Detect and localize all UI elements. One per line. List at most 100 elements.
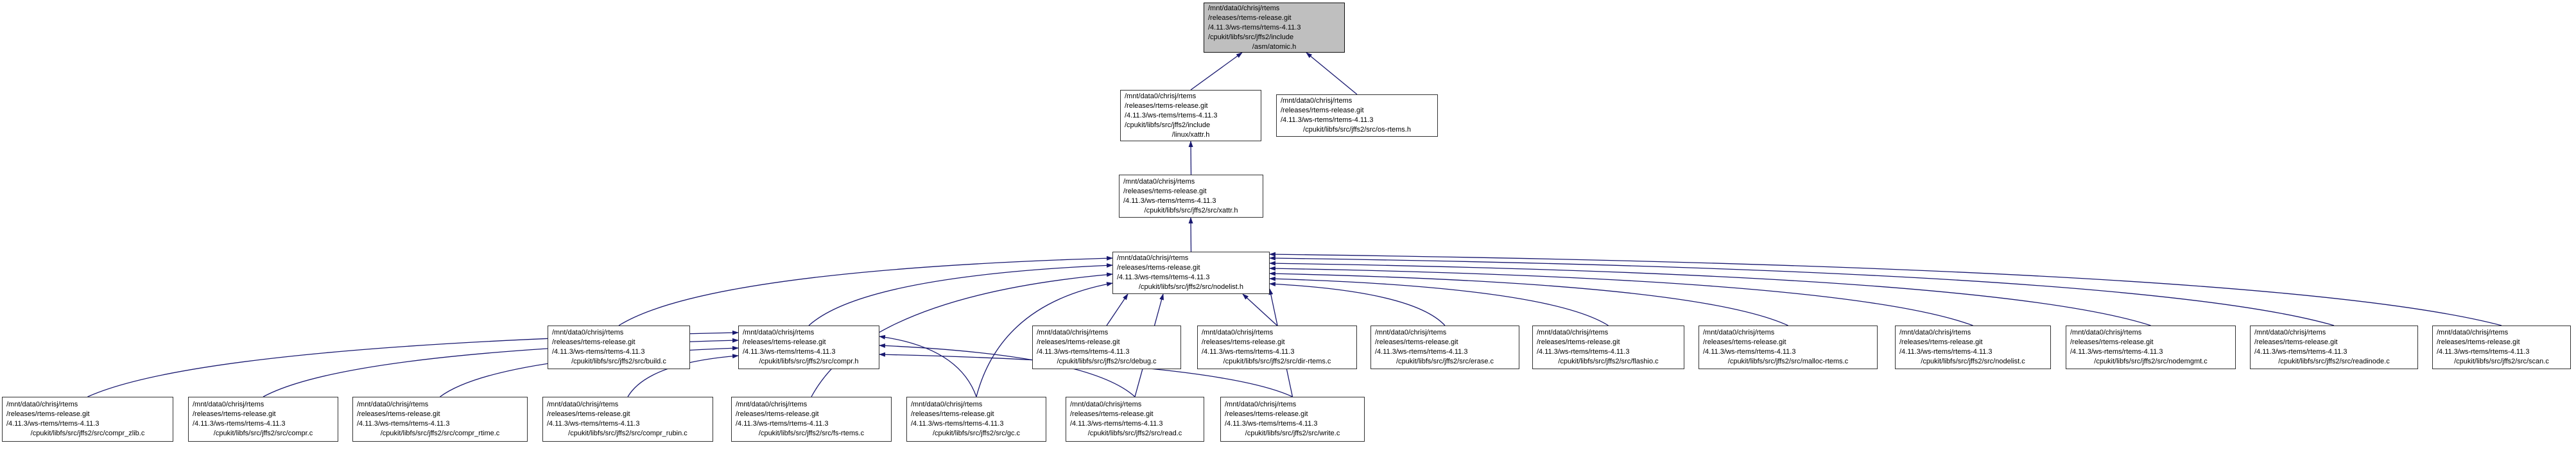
node-path-line: /cpukit/libfs/src/jffs2/src/compr_zlib.c bbox=[30, 430, 145, 437]
node-path-line: /mnt/data0/chrisj/rtems bbox=[1123, 177, 1195, 186]
node-path-line: /4.11.3/ws-rtems/rtems-4.11.3 bbox=[1117, 274, 1210, 281]
graph-node-compr_rtime_c[interactable]: /mnt/data0/chrisj/rtems/releases/rtems-r… bbox=[352, 397, 528, 442]
graph-node-compr_h[interactable]: /mnt/data0/chrisj/rtems/releases/rtems-r… bbox=[738, 326, 879, 369]
graph-node-malloc_rtems_c[interactable]: /mnt/data0/chrisj/rtems/releases/rtems-r… bbox=[1699, 326, 1878, 369]
graph-node-nodemgmt_c[interactable]: /mnt/data0/chrisj/rtems/releases/rtems-r… bbox=[2066, 326, 2236, 369]
node-path-line: /releases/rtems-release.git bbox=[1070, 410, 1154, 418]
node-path-line: /4.11.3/ws-rtems/rtems-4.11.3 bbox=[1225, 420, 1318, 428]
node-path-line: /4.11.3/ws-rtems/rtems-4.11.3 bbox=[1703, 348, 1796, 356]
graph-node-debug_c[interactable]: /mnt/data0/chrisj/rtems/releases/rtems-r… bbox=[1032, 326, 1181, 369]
node-path-line: /cpukit/libfs/src/jffs2/include bbox=[1125, 121, 1211, 129]
include-edge-flashio_c-to-nodelist_h bbox=[1269, 276, 1609, 326]
node-path-line: /releases/rtems-release.git bbox=[1123, 187, 1207, 195]
node-path-line: /cpukit/libfs/src/jffs2/include bbox=[1208, 33, 1294, 41]
node-path-line: /4.11.3/ws-rtems/rtems-4.11.3 bbox=[357, 420, 450, 428]
include-edge-gc_c-to-nodelist_h bbox=[976, 282, 1113, 397]
node-path-line: /4.11.3/ws-rtems/rtems-4.11.3 bbox=[2437, 348, 2530, 356]
node-path-line: /cpukit/libfs/src/jffs2/src/os-rtems.h bbox=[1303, 126, 1411, 134]
node-path-line: /cpukit/libfs/src/jffs2/src/nodelist.h bbox=[1138, 283, 1244, 291]
node-path-line: /releases/rtems-release.git bbox=[1117, 264, 1200, 272]
node-path-line: /mnt/data0/chrisj/rtems bbox=[911, 401, 983, 408]
node-path-line: /releases/rtems-release.git bbox=[1537, 338, 1620, 346]
node-path-line: /mnt/data0/chrisj/rtems bbox=[1117, 254, 1189, 262]
node-path-line: /mnt/data0/chrisj/rtems bbox=[1537, 329, 1609, 336]
graph-node-nodelist_c[interactable]: /mnt/data0/chrisj/rtems/releases/rtems-r… bbox=[1895, 326, 2051, 369]
include-edge-erase_c-to-nodelist_h bbox=[1269, 281, 1446, 326]
graph-node-compr_zlib_c[interactable]: /mnt/data0/chrisj/rtems/releases/rtems-r… bbox=[2, 397, 173, 442]
node-path-line: /releases/rtems-release.git bbox=[2070, 338, 2154, 346]
node-path-line: /4.11.3/ws-rtems/rtems-4.11.3 bbox=[1281, 116, 1374, 124]
include-edge-os_rtems_h-to-atomic_h bbox=[1306, 52, 1358, 95]
node-path-line: /releases/rtems-release.git bbox=[2254, 338, 2338, 346]
graph-node-erase_c[interactable]: /mnt/data0/chrisj/rtems/releases/rtems-r… bbox=[1370, 326, 1519, 369]
include-edge-nodelist_c-to-nodelist_h bbox=[1269, 266, 1973, 326]
node-path-line: /cpukit/libfs/src/jffs2/src/read.c bbox=[1087, 430, 1182, 437]
node-path-line: /mnt/data0/chrisj/rtems bbox=[1208, 4, 1280, 12]
graph-node-flashio_c[interactable]: /mnt/data0/chrisj/rtems/releases/rtems-r… bbox=[1532, 326, 1684, 369]
node-path-line: /mnt/data0/chrisj/rtems bbox=[1281, 97, 1353, 105]
node-path-line: /4.11.3/ws-rtems/rtems-4.11.3 bbox=[1208, 23, 1301, 31]
node-path-line: /4.11.3/ws-rtems/rtems-4.11.3 bbox=[1070, 420, 1163, 428]
include-edge-linux_xattr_h-to-atomic_h bbox=[1190, 52, 1243, 91]
include-edge-compr_h-to-nodelist_h bbox=[808, 263, 1113, 326]
node-path-line: /cpukit/libfs/src/jffs2/src/dir-rtems.c bbox=[1223, 358, 1331, 365]
graph-node-readinode_c[interactable]: /mnt/data0/chrisj/rtems/releases/rtems-r… bbox=[2250, 326, 2418, 369]
graph-node-dir_rtems_c[interactable]: /mnt/data0/chrisj/rtems/releases/rtems-r… bbox=[1197, 326, 1357, 369]
node-path-line: /releases/rtems-release.git bbox=[193, 410, 276, 418]
node-path-line: /cpukit/libfs/src/jffs2/src/scan.c bbox=[2454, 358, 2549, 365]
node-path-line: /cpukit/libfs/src/jffs2/src/malloc-rtems… bbox=[1727, 358, 1849, 365]
node-path-line: /mnt/data0/chrisj/rtems bbox=[193, 401, 264, 408]
graph-node-scan_c[interactable]: /mnt/data0/chrisj/rtems/releases/rtems-r… bbox=[2432, 326, 2571, 369]
node-path-line: /releases/rtems-release.git bbox=[1899, 338, 1983, 346]
node-path-line: /cpukit/libfs/src/jffs2/src/nodelist.c bbox=[1921, 358, 2025, 365]
node-path-line: /4.11.3/ws-rtems/rtems-4.11.3 bbox=[1125, 111, 1218, 119]
node-path-line: /mnt/data0/chrisj/rtems bbox=[743, 329, 815, 336]
node-path-line: /mnt/data0/chrisj/rtems bbox=[2070, 329, 2142, 336]
graph-node-write_c[interactable]: /mnt/data0/chrisj/rtems/releases/rtems-r… bbox=[1220, 397, 1365, 442]
node-path-line: /cpukit/libfs/src/jffs2/src/xattr.h bbox=[1144, 206, 1238, 214]
node-path-line: /4.11.3/ws-rtems/rtems-4.11.3 bbox=[911, 420, 1004, 428]
graph-node-atomic_h: /mnt/data0/chrisj/rtems/releases/rtems-r… bbox=[1204, 3, 1345, 53]
include-edge-malloc_rtems_c-to-nodelist_h bbox=[1269, 271, 1788, 326]
node-path-line: /linux/xattr.h bbox=[1171, 130, 1210, 139]
node-path-line: /cpukit/libfs/src/jffs2/src/compr.c bbox=[213, 430, 313, 437]
include-edge-fs_rtems_c-to-nodelist_h bbox=[811, 272, 1113, 397]
graph-node-linux_xattr_h[interactable]: /mnt/data0/chrisj/rtems/releases/rtems-r… bbox=[1120, 90, 1261, 141]
graph-node-src_xattr_h[interactable]: /mnt/data0/chrisj/rtems/releases/rtems-r… bbox=[1119, 175, 1263, 218]
include-edge-dir_rtems_c-to-nodelist_h bbox=[1242, 293, 1277, 326]
node-path-line: /mnt/data0/chrisj/rtems bbox=[2254, 329, 2326, 336]
node-path-line: /cpukit/libfs/src/jffs2/src/erase.c bbox=[1396, 358, 1494, 365]
node-path-line: /4.11.3/ws-rtems/rtems-4.11.3 bbox=[1537, 348, 1630, 356]
node-path-line: /releases/rtems-release.git bbox=[1225, 410, 1308, 418]
include-edge-debug_c-to-nodelist_h bbox=[1106, 293, 1128, 326]
node-path-line: /releases/rtems-release.git bbox=[911, 410, 994, 418]
node-path-line: /releases/rtems-release.git bbox=[1202, 338, 1285, 346]
graph-node-os_rtems_h[interactable]: /mnt/data0/chrisj/rtems/releases/rtems-r… bbox=[1276, 94, 1438, 137]
graph-node-fs_rtems_c[interactable]: /mnt/data0/chrisj/rtems/releases/rtems-r… bbox=[731, 397, 892, 442]
node-path-line: /releases/rtems-release.git bbox=[1375, 338, 1458, 346]
node-path-line: /mnt/data0/chrisj/rtems bbox=[2437, 329, 2509, 336]
node-path-line: /4.11.3/ws-rtems/rtems-4.11.3 bbox=[2254, 348, 2347, 356]
node-path-line: /cpukit/libfs/src/jffs2/src/compr_rtime.… bbox=[380, 430, 500, 437]
node-path-line: /4.11.3/ws-rtems/rtems-4.11.3 bbox=[193, 420, 286, 428]
node-path-line: /4.11.3/ws-rtems/rtems-4.11.3 bbox=[1202, 348, 1295, 356]
node-path-line: /mnt/data0/chrisj/rtems bbox=[1037, 329, 1109, 336]
graph-node-nodelist_h[interactable]: /mnt/data0/chrisj/rtems/releases/rtems-r… bbox=[1112, 252, 1270, 294]
node-path-line: /4.11.3/ws-rtems/rtems-4.11.3 bbox=[6, 420, 99, 428]
graph-node-compr_rubin_c[interactable]: /mnt/data0/chrisj/rtems/releases/rtems-r… bbox=[542, 397, 713, 442]
node-path-line: /releases/rtems-release.git bbox=[552, 338, 635, 346]
node-path-line: /mnt/data0/chrisj/rtems bbox=[1703, 329, 1775, 336]
node-path-line: /cpukit/libfs/src/jffs2/src/fs-rtems.c bbox=[758, 430, 865, 437]
graph-node-gc_c[interactable]: /mnt/data0/chrisj/rtems/releases/rtems-r… bbox=[906, 397, 1046, 442]
node-path-line: /4.11.3/ws-rtems/rtems-4.11.3 bbox=[547, 420, 640, 428]
graph-node-build_c[interactable]: /mnt/data0/chrisj/rtems/releases/rtems-r… bbox=[548, 326, 690, 369]
node-path-line: /mnt/data0/chrisj/rtems bbox=[547, 401, 619, 408]
include-edge-build_c-to-nodelist_h bbox=[618, 256, 1113, 326]
node-path-line: /releases/rtems-release.git bbox=[736, 410, 819, 418]
node-path-line: /4.11.3/ws-rtems/rtems-4.11.3 bbox=[1375, 348, 1468, 356]
graph-node-read_c[interactable]: /mnt/data0/chrisj/rtems/releases/rtems-r… bbox=[1066, 397, 1204, 442]
node-path-line: /releases/rtems-release.git bbox=[547, 410, 630, 418]
include-edge-readinode_c-to-nodelist_h bbox=[1269, 256, 2335, 326]
graph-node-compr_c[interactable]: /mnt/data0/chrisj/rtems/releases/rtems-r… bbox=[188, 397, 338, 442]
